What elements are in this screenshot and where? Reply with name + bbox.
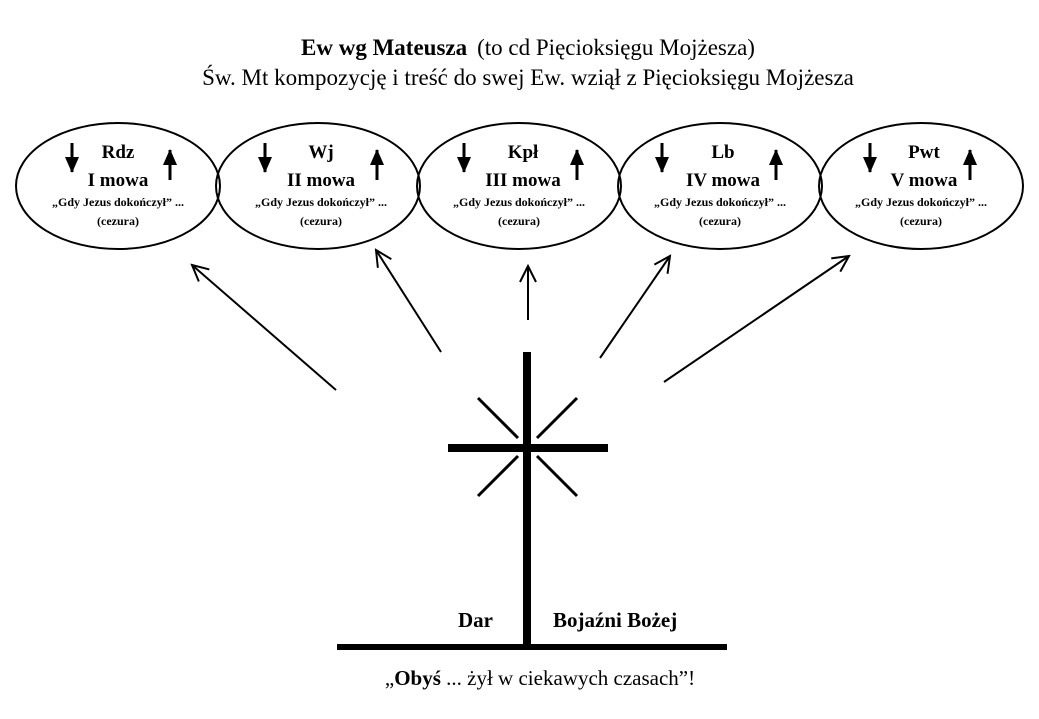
book-mowa: I mowa [88, 170, 149, 191]
book-cezura: (cezura) [300, 214, 342, 228]
book-quote: „Gdy Jezus dokończył” ... [855, 195, 987, 209]
arrow-to-pwt-icon [663, 256, 849, 383]
book-pwt: Pwt V mowa „Gdy Jezus dokończył” ... (ce… [818, 122, 1024, 250]
book-quote: „Gdy Jezus dokończył” ... [453, 195, 585, 209]
book-cezura: (cezura) [900, 214, 942, 228]
book-ellipse [617, 122, 823, 250]
book-rdz: Rdz I mowa „Gdy Jezus dokończył” ... (ce… [15, 122, 221, 250]
book-mowa: V mowa [891, 170, 958, 191]
book-abbr: Pwt [908, 142, 940, 163]
footer-quote: „Obyś ... żył w ciekawych czasach”! [385, 666, 695, 690]
cross-horizontal-beam [448, 444, 608, 452]
ground-line [337, 644, 727, 650]
book-abbr: Kpł [508, 142, 539, 163]
book-quote: „Gdy Jezus dokończył” ... [654, 195, 786, 209]
book-ellipse [15, 122, 221, 250]
radiating-arrows [192, 250, 849, 391]
book-ellipse [818, 122, 1024, 250]
book-quote: „Gdy Jezus dokończył” ... [255, 195, 387, 209]
book-ellipse [215, 122, 421, 250]
book-quote: „Gdy Jezus dokończył” ... [52, 195, 184, 209]
page-subtitle: Św. Mt kompozycję i treść do swej Ew. wz… [202, 64, 854, 90]
book-mowa: II mowa [287, 170, 356, 191]
book-mowa: III mowa [485, 170, 561, 191]
book-ellipse [416, 122, 622, 250]
arrow-to-lb-icon [599, 256, 670, 359]
book-wj: Wj II mowa „Gdy Jezus dokończył” ... (ce… [215, 122, 421, 250]
cross-rays-icon [476, 396, 579, 498]
cross-vertical-beam [523, 352, 531, 648]
arrow-to-rdz-icon [192, 265, 337, 391]
book-lb: Lb IV mowa „Gdy Jezus dokończył” ... (ce… [617, 122, 823, 250]
book-cezura: (cezura) [699, 214, 741, 228]
cross-left-label: Dar [458, 608, 493, 632]
book-abbr: Rdz [102, 142, 135, 163]
arrow-to-wj-icon [376, 250, 442, 353]
cross-right-label: Bojaźni Bożej [553, 608, 677, 632]
book-kpl: Kpł III mowa „Gdy Jezus dokończył” ... (… [416, 122, 622, 250]
books-group: Rdz I mowa „Gdy Jezus dokończył” ... (ce… [15, 122, 1024, 250]
book-abbr: Lb [711, 142, 734, 163]
cross-icon [337, 352, 727, 650]
book-cezura: (cezura) [498, 214, 540, 228]
book-cezura: (cezura) [97, 214, 139, 228]
book-abbr: Wj [308, 142, 333, 163]
page-title: Ew wg Mateusza(to cd Pięcioksięgu Mojżes… [301, 35, 755, 60]
book-mowa: IV mowa [686, 170, 761, 191]
